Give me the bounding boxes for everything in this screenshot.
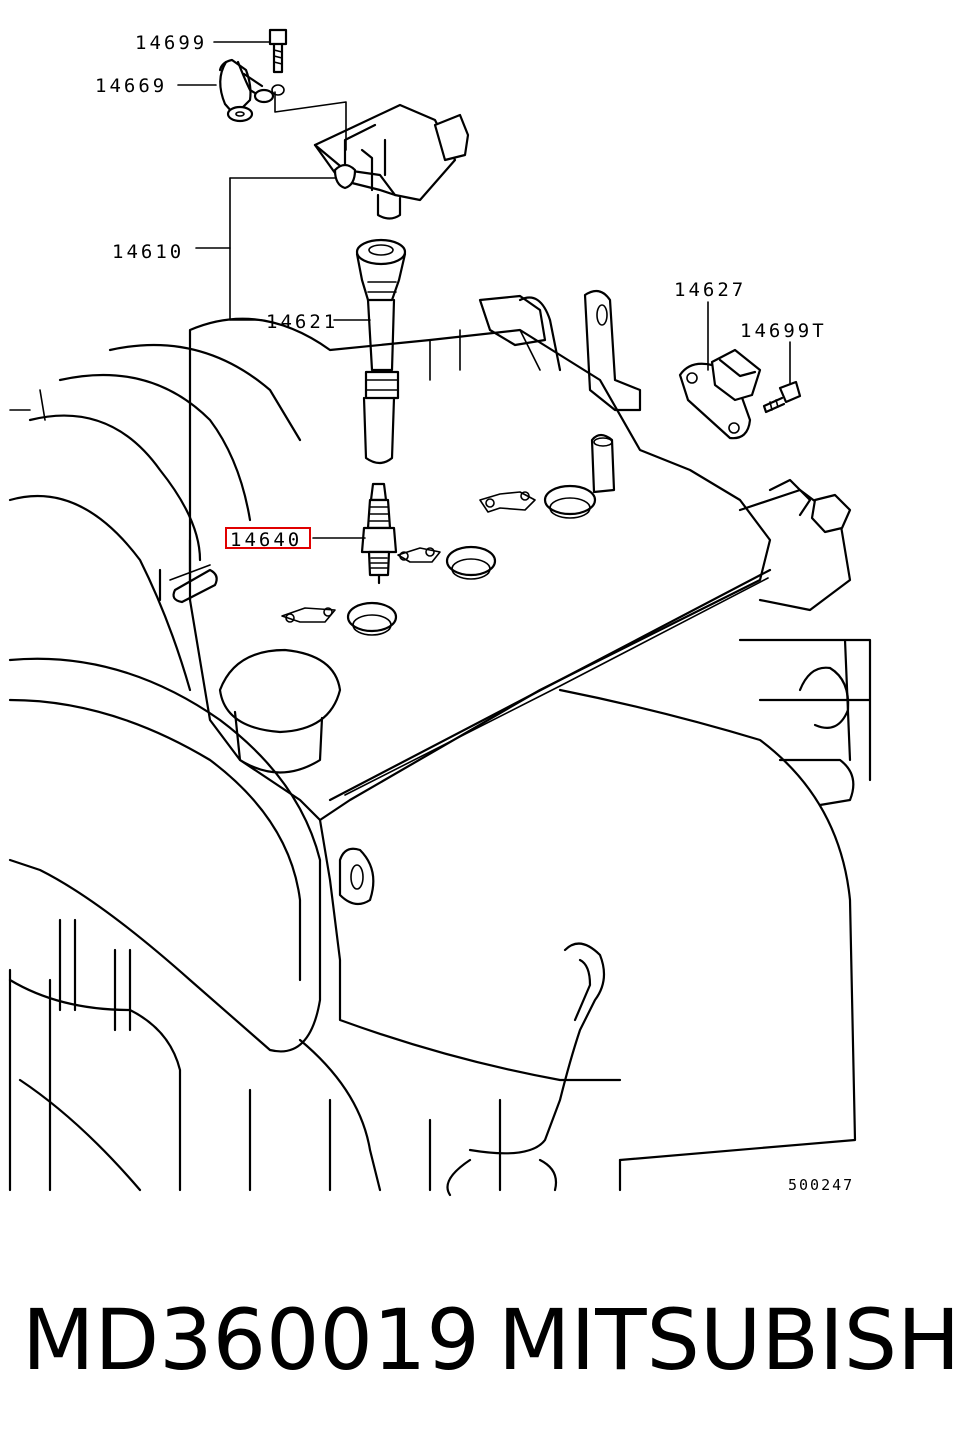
coil-bolt bbox=[268, 28, 288, 74]
water-outlet bbox=[738, 478, 872, 807]
intake-manifold bbox=[8, 344, 322, 1053]
callout-14699: 14699 bbox=[135, 32, 207, 54]
leader-lines bbox=[177, 41, 791, 539]
callout-14699t: 14699T bbox=[740, 320, 827, 342]
callout-14627: 14627 bbox=[674, 279, 746, 301]
cam-sensor bbox=[678, 348, 762, 440]
lower-bracket bbox=[8, 918, 332, 1192]
callout-14640: 14640 bbox=[230, 529, 302, 551]
callout-14610: 14610 bbox=[112, 241, 184, 263]
diagram-reference: 500247 bbox=[788, 1176, 854, 1194]
highlight-box bbox=[225, 527, 311, 549]
dipstick bbox=[446, 942, 606, 1197]
sensor-bolt bbox=[762, 380, 802, 414]
part-number: MD360019 bbox=[22, 1291, 480, 1389]
ignition-coil bbox=[313, 103, 470, 220]
cylinder-block bbox=[298, 688, 857, 1192]
ground-harness bbox=[218, 58, 285, 123]
engine-parts-diagram: 14699 14669 14610 14621 14640 14627 1469… bbox=[8, 28, 872, 1197]
rear-bracket bbox=[478, 289, 642, 494]
oil-filler-cap bbox=[218, 648, 342, 774]
product-caption: MD360019 MITSUBISHI bbox=[0, 1290, 960, 1400]
callout-14621: 14621 bbox=[266, 311, 338, 333]
brand-name: MITSUBISHI bbox=[498, 1291, 960, 1389]
coil-boot bbox=[355, 238, 407, 465]
cylinder-head-cover bbox=[188, 317, 772, 822]
callout-14669: 14669 bbox=[95, 75, 167, 97]
plug-wells bbox=[281, 484, 597, 636]
spark-plug bbox=[360, 482, 398, 585]
